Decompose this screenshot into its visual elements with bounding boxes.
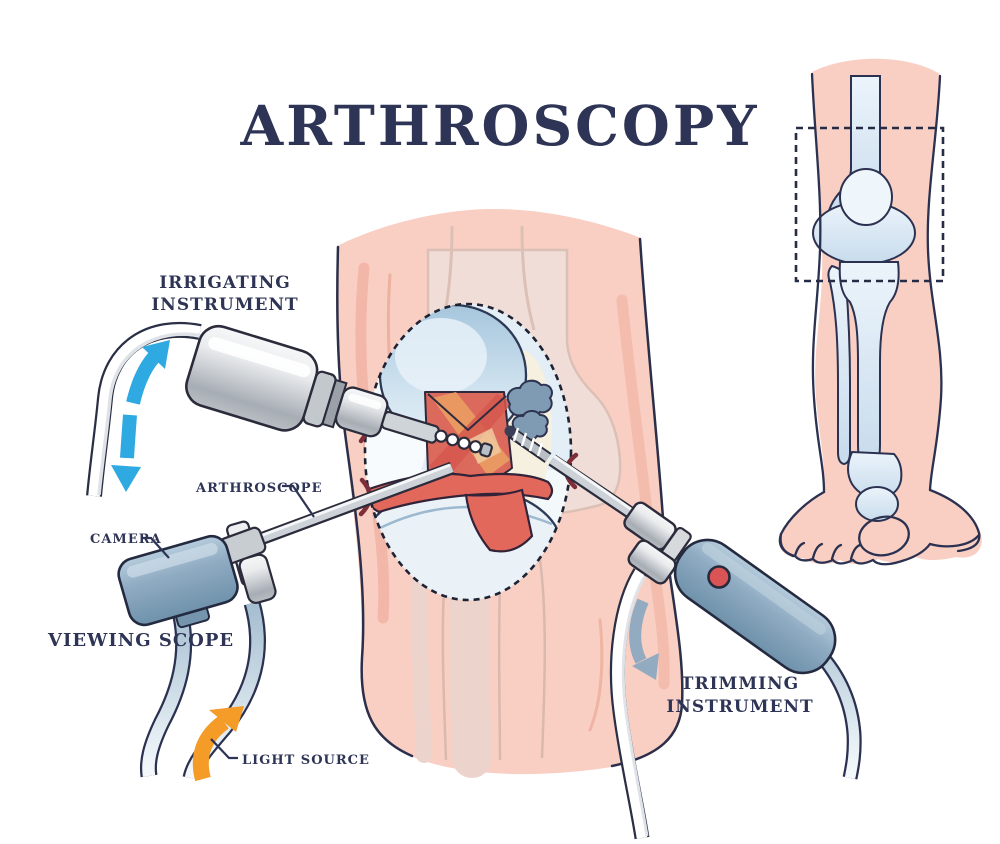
irrigation-tube xyxy=(86,321,204,497)
shaver-button xyxy=(707,565,731,589)
irrigation-motion-arrow-icon xyxy=(111,340,170,492)
patella-bone xyxy=(839,168,893,226)
light-source-arrow-icon xyxy=(192,706,244,782)
label-trimming-instrument-line1: TRIMMING xyxy=(681,674,799,694)
label-irrigating-instrument-line2: INSTRUMENT xyxy=(151,295,298,315)
irrigation-handpiece xyxy=(185,324,493,458)
window-dashed-border xyxy=(363,302,573,602)
trimming-instrument xyxy=(504,425,862,840)
label-camera: CAMERA xyxy=(90,532,162,547)
irrigation-serrated-tip xyxy=(434,429,493,458)
inset-leg-bones xyxy=(812,75,916,522)
leg-overview-inset xyxy=(778,58,982,566)
irrigating-instrument xyxy=(86,321,493,497)
leader-light-source xyxy=(210,738,238,760)
labels: IRRIGATING INSTRUMENT ARTHROSCOPE CAMERA… xyxy=(47,273,813,768)
label-viewing-scope: VIEWING SCOPE xyxy=(47,630,234,651)
leader-arthroscope xyxy=(282,484,315,518)
camera-cable xyxy=(139,610,193,778)
label-arthroscope: ARTHROSCOPE xyxy=(195,481,323,496)
heel-bone xyxy=(855,486,899,522)
inset-leg-contours xyxy=(778,72,981,566)
viewing-scope xyxy=(117,461,455,782)
inflow-port-sleeve xyxy=(627,539,677,585)
trimming-motion-arrow-icon xyxy=(629,598,659,680)
shaver-serrated-tip xyxy=(504,425,552,463)
label-light-source: LIGHT SOURCE xyxy=(242,753,370,768)
arthroscope-shaft xyxy=(255,461,455,547)
inset-zoom-region-box xyxy=(794,126,945,283)
knee-illustration xyxy=(336,208,684,778)
label-trimming-instrument-line2: INSTRUMENT xyxy=(666,697,813,717)
inflow-tube xyxy=(609,568,650,840)
label-irrigating-instrument-line1: IRRIGATING xyxy=(159,273,291,293)
leader-camera xyxy=(141,536,170,559)
page-title: ARTHROSCOPY xyxy=(240,93,760,158)
camera-body xyxy=(117,534,239,629)
power-cable xyxy=(812,646,862,780)
